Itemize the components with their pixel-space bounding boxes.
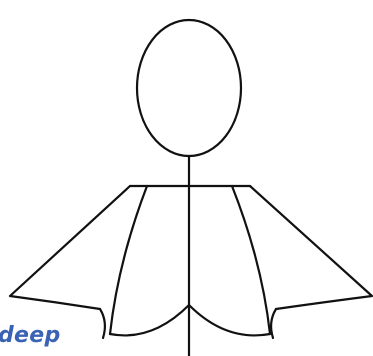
cape-right-panel-seam (232, 186, 270, 334)
caption-label: deep (0, 325, 61, 347)
cape-right-hem-fold (271, 309, 276, 338)
cape-right-outer-edge (250, 186, 372, 309)
cape-left-panel-seam (110, 186, 147, 334)
cape-left-outer-edge (10, 186, 130, 309)
head-oval (137, 20, 241, 156)
cape-left-hem-fold (100, 309, 105, 338)
